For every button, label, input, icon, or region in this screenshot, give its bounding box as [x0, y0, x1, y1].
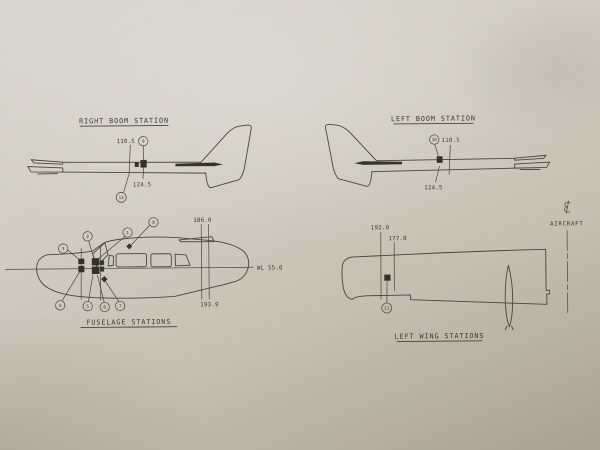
callout-3-number: 3: [62, 246, 65, 252]
callout-circle-4: [55, 300, 66, 311]
left-boom-title-underline: [393, 122, 474, 125]
equipment-marker: [91, 258, 100, 266]
centerline-dash-line: [566, 230, 569, 315]
callout-8-leader: [130, 224, 151, 246]
waterline-label: WL 55.0: [257, 265, 283, 271]
station-1939-line: [208, 223, 210, 300]
wing-outline: [341, 248, 551, 305]
right-boom-title: RIGHT BOOM STATION: [79, 117, 169, 126]
callout-5-leader: [88, 274, 94, 302]
left-boom-station-line: [448, 144, 451, 175]
station-192-label: 192.0: [371, 225, 390, 231]
left-boom-station-diagram: LEFT BOOM STATION 10 110.5 124.5: [324, 114, 551, 191]
equipment-marker: [134, 162, 139, 167]
right-boom-title-underline: [79, 124, 169, 127]
callout-2-leader: [88, 240, 95, 258]
callout-3-leader: [67, 249, 80, 260]
callout-10-leader: [434, 144, 439, 157]
callout-1-number: 1: [126, 230, 129, 236]
station-192-line: [380, 231, 382, 300]
right-boom-station-upper-label: 110.5: [117, 139, 136, 145]
equipment-marker: [100, 260, 105, 265]
dorsal-scoop-outline: [178, 236, 215, 243]
forward-station-line-2: [100, 245, 102, 301]
equipment-marker: [91, 266, 100, 275]
callout-circle-11: [381, 302, 393, 314]
station-177-line: [393, 242, 395, 292]
callout-circle-1: [122, 227, 133, 238]
callout-circle-7: [115, 300, 126, 311]
aircraft-centerline-label: AIRCRAFT: [550, 221, 584, 227]
boom-plan-view: [504, 264, 514, 328]
cabin-window-3: [174, 253, 191, 267]
callout-circle-3: [58, 243, 69, 254]
aircraft-centerline: AIRCRAFT: [550, 200, 584, 315]
callout-circle-8: [148, 217, 159, 228]
boom-tail-tick: [504, 325, 508, 331]
right-boom-drawing: [26, 124, 253, 190]
callout-8-number: 8: [152, 220, 155, 226]
left-boom-title: LEFT BOOM STATION: [391, 114, 476, 123]
station-177-label: 177.0: [388, 236, 407, 242]
callout-circle-6: [99, 301, 110, 313]
equipment-marker: [384, 274, 391, 281]
callout-11-number: 11: [384, 306, 390, 312]
callout-6-number: 6: [103, 305, 106, 311]
cabin-window-1: [115, 253, 147, 268]
callout-4-number: 4: [59, 303, 62, 309]
station-lower-leader: [435, 165, 440, 183]
boom-tail-tick: [511, 325, 514, 331]
callout-4-leader: [61, 271, 81, 302]
station-186-line: [200, 224, 203, 300]
station-lower-leader: [142, 167, 144, 180]
right-boom-station-line: [128, 144, 131, 176]
equipment-marker: [436, 156, 443, 163]
callout-circle-10: [429, 134, 440, 145]
right-boom-station-diagram: RIGHT BOOM STATION 110.5 9 124.5 12: [26, 117, 253, 203]
vent-window: [107, 254, 115, 267]
callout-circle-5: [82, 301, 93, 312]
equipment-marker: [101, 275, 108, 283]
left-boom-station-upper-label: 110.5: [442, 138, 461, 144]
left-wing-title-underline: [396, 340, 483, 343]
callout-1-leader: [97, 236, 126, 260]
right-boom-station-lower-label: 124.5: [133, 182, 152, 188]
callout-2-number: 2: [86, 234, 89, 240]
equipment-marker: [78, 258, 85, 265]
centerline-symbol-stroke: [565, 200, 570, 214]
callout-circle-12: [115, 192, 127, 203]
left-boom-station-lower-label: 124.5: [424, 185, 443, 191]
equipment-marker: [78, 265, 85, 273]
forward-station-line-1: [80, 248, 82, 300]
callout-9-number: 9: [142, 139, 145, 145]
callout-5-number: 5: [86, 304, 89, 310]
equipment-marker: [100, 266, 105, 272]
callout-12-leader: [123, 175, 129, 193]
callout-7-number: 7: [119, 303, 122, 309]
waterline-55: [5, 266, 254, 270]
cabin-window-2: [150, 253, 172, 268]
callout-7-leader: [105, 281, 120, 302]
fuselage-outline: [36, 236, 250, 299]
fuselage-title: FUSELAGE STATIONS: [86, 318, 171, 327]
fuselage-stations-diagram: WL 55.0 1 2 3 4 5 6 7 8: [5, 217, 283, 328]
callout-circle-2: [82, 231, 93, 242]
fuselage-title-underline: [80, 326, 178, 328]
equipment-marker: [140, 159, 147, 168]
callout-10-number: 10: [432, 137, 438, 143]
left-wing-title: LEFT WING STATIONS: [395, 332, 485, 341]
station-186-label: 186.0: [193, 218, 212, 224]
callout-6-leader: [97, 274, 105, 303]
callout-12-number: 12: [119, 195, 125, 201]
left-wing-stations-diagram: 192.0 177.0 11 LEFT WING STATIONS: [341, 225, 551, 343]
equipment-marker: [126, 243, 133, 250]
callout-11-leader: [386, 280, 388, 304]
station-1939-label: 193.9: [200, 302, 219, 308]
